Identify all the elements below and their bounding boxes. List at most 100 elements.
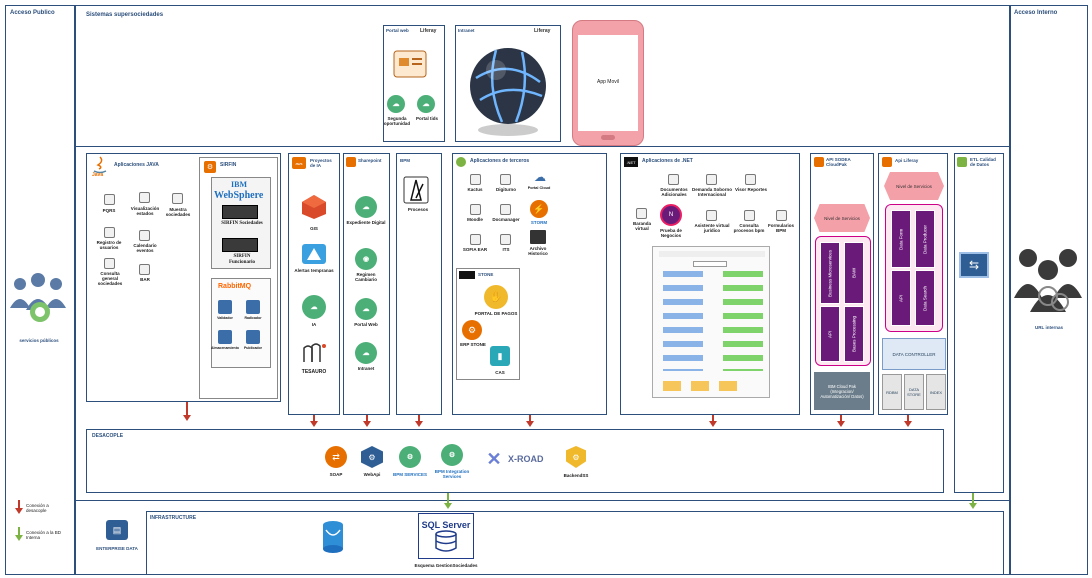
intranet-sp-label: Intranet — [357, 366, 375, 371]
connector-terceros — [529, 415, 531, 421]
consulta-bpm-icon[interactable] — [744, 210, 755, 221]
divider-top — [75, 146, 1010, 147]
liferay-col-2: Data Producer — [915, 210, 935, 268]
kactus-label: Kactus — [467, 187, 483, 192]
metronome-icon[interactable] — [403, 176, 429, 204]
docmanager-label: Docmanager — [492, 217, 520, 222]
arrow-net — [709, 421, 717, 427]
sodea-col-1: Business Microservices — [820, 242, 840, 304]
liferay-col-3: API — [891, 270, 911, 326]
tesauro-icon[interactable] — [300, 340, 328, 364]
consulta-general-icon[interactable] — [104, 258, 115, 269]
prueba-negocios-icon[interactable]: N — [660, 204, 682, 226]
webapi-icon[interactable]: ⚙ — [361, 446, 383, 468]
intranet-sp-icon[interactable]: ☁ — [355, 342, 377, 364]
publicador-icon[interactable] — [246, 330, 260, 344]
arrow-bpm — [415, 421, 423, 427]
storm-icon[interactable]: ⚡ — [530, 200, 548, 218]
store-data: DATA STORE — [904, 374, 924, 410]
store-index: INDEX — [926, 374, 946, 410]
sql-db-icon — [435, 530, 457, 552]
demanda-soborno-icon[interactable] — [706, 174, 717, 185]
database-icon[interactable] — [322, 520, 344, 554]
java-logo-text: Java — [92, 172, 104, 178]
validador-icon[interactable] — [218, 300, 232, 314]
liferay-api-icon — [882, 157, 892, 167]
net-logo-icon: .NET — [624, 157, 638, 167]
etl-sync-icon[interactable]: ⇆ — [959, 252, 989, 278]
segunda-oportunidad-icon[interactable]: ☁ — [387, 95, 405, 113]
kactus-icon[interactable] — [470, 174, 481, 185]
arrow-ia — [310, 421, 318, 427]
portal-web-sp-icon[interactable]: ☁ — [355, 298, 377, 320]
visor-reportes-icon[interactable] — [745, 174, 756, 185]
public-access-region — [5, 5, 75, 575]
etl-title: ETL Calidad de Datos — [970, 157, 996, 167]
portal-tids-icon[interactable]: ☁ — [417, 95, 435, 113]
soap-icon[interactable]: ⇄ — [325, 446, 347, 468]
internal-users-label: URL internas — [1035, 325, 1063, 330]
portal-cloud-icon[interactable]: ☁ — [534, 170, 546, 184]
documentos-adicionales-icon[interactable] — [668, 174, 679, 185]
sofia-ear-label: SOFIA EAR — [462, 247, 488, 252]
publicador-label: Publicador — [243, 346, 263, 350]
portal-web-title: Portal web — [386, 28, 409, 33]
bpm-title: BPM — [400, 158, 410, 163]
bar-icon[interactable] — [139, 264, 150, 275]
connector-etl-infra — [972, 493, 974, 503]
arrow-sharepoint — [363, 421, 371, 427]
sharepoint-icon — [346, 157, 356, 167]
baranda-virtual-label: Baranda virtual — [632, 221, 651, 232]
mobile-app-phone[interactable] — [572, 20, 644, 146]
backendss-icon[interactable]: ⚙ — [566, 446, 586, 468]
baranda-virtual-icon[interactable] — [636, 208, 647, 219]
xroad-icon[interactable]: ✕ — [486, 448, 502, 469]
sirfin-sociedades-label: SIRFIN Sociedades — [221, 221, 263, 226]
calendario-eventos-icon[interactable] — [139, 230, 150, 241]
arrow-java — [183, 415, 191, 421]
archivo-historico-icon[interactable] — [530, 230, 546, 244]
schema-label: Esquema GestionSociedades — [414, 563, 478, 568]
public-users-icon — [8, 268, 70, 328]
divider-bottom — [75, 500, 1010, 501]
registro-usuarios-icon[interactable] — [104, 227, 115, 238]
digiturno-icon[interactable] — [500, 174, 511, 185]
pqrs-icon[interactable] — [104, 194, 115, 205]
visualizacion-estados-icon[interactable] — [139, 192, 150, 203]
sodea-icon — [814, 157, 824, 167]
muestra-sociedades-label: Muestra sociedades — [165, 207, 191, 218]
net-apps-title: Aplicaciones de .NET — [642, 158, 693, 164]
legend-green-line — [18, 527, 20, 535]
docmanager-icon[interactable] — [500, 204, 511, 215]
bpm-services-icon[interactable]: ⚙ — [399, 446, 421, 468]
prueba-negocios-label: Prueba de Negocios — [660, 228, 682, 239]
server-1-icon — [222, 205, 258, 219]
cas-icon[interactable]: ▮ — [490, 346, 510, 366]
formularios-bpm-icon[interactable] — [776, 210, 787, 221]
webapi-label: WebApi — [363, 472, 381, 477]
alertas-icon[interactable] — [301, 243, 327, 265]
its-label: ITS — [502, 247, 510, 252]
muestra-sociedades-icon[interactable] — [172, 193, 183, 204]
desacople-box — [86, 429, 944, 493]
bpm-integration-icon[interactable]: ⚙ — [441, 444, 463, 466]
erp-stone-icon[interactable]: ⚙ — [462, 320, 482, 340]
sql-server-icon[interactable]: SQL Server — [418, 513, 474, 559]
inner-left-col — [663, 271, 703, 371]
ia-icon[interactable]: ☁ — [302, 295, 326, 319]
radicador-icon[interactable] — [246, 300, 260, 314]
storm-label: STORM — [530, 220, 548, 225]
regimen-cambiario-icon[interactable]: ◉ — [355, 248, 377, 270]
its-icon[interactable] — [500, 234, 511, 245]
gis-icon[interactable] — [301, 194, 327, 220]
moodle-icon[interactable] — [470, 204, 481, 215]
portal-tids-label: Portal tids — [415, 116, 438, 121]
sofia-ear-icon[interactable] — [470, 234, 481, 245]
portal-pagos-icon[interactable]: ✋ — [484, 285, 508, 309]
almacenamiento-icon[interactable] — [218, 330, 232, 344]
expediente-digital-icon[interactable]: ☁ — [355, 196, 377, 218]
digiturno-label: Digiturno — [496, 187, 516, 192]
stone-logo-icon — [459, 271, 475, 279]
asistente-virtual-icon[interactable] — [706, 210, 717, 221]
moodle-label: Moodle — [467, 217, 483, 222]
